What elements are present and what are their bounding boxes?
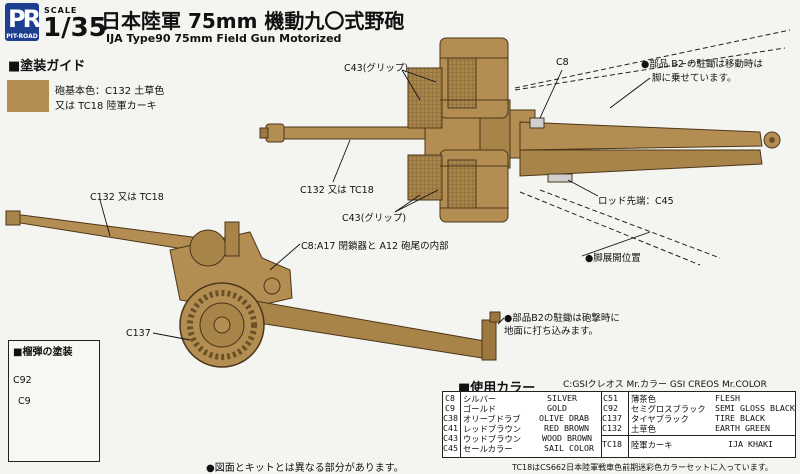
shell-title: ■榴弾の塗装 [13,347,73,358]
color-name-jp: シルバー [463,394,497,404]
color-code: C51 [603,393,618,403]
shell-paint-box [8,340,100,462]
color-code: C43 [443,433,458,443]
page-title: 日本陸軍 75mm 機動九〇式野砲 [101,9,405,33]
color-name-jp: セールカラー [463,444,513,454]
color-name-en: GOLD [547,403,567,413]
color-code: C9 [445,403,455,413]
page-subtitle: IJA Type90 75mm Field Gun Motorized [106,32,342,45]
color-name-jp: セミグロスブラック [631,404,706,414]
color-code: C92 [603,403,618,413]
callout-rod-end: ロッド先端：C45 [598,196,674,207]
color-name-jp: 土草色 [631,424,656,434]
scale-label: SCALE [44,6,78,15]
color-name-en: SILVER [547,393,577,403]
pit-road-logo: PR PIT-ROAD [5,3,41,41]
shell-label-c92: C92 [13,375,32,386]
logo-brand: PIT-ROAD [6,33,38,40]
note-bottom: ●図面とキットとは異なる部分があります。 [206,463,404,474]
color-name-en: TIRE BLACK [715,413,765,423]
colors-subtitle: C:GSIクレオス Mr.カラー GSI CREOS Mr.COLOR [563,380,767,390]
paint-guide-title: ■塗装ガイド [8,59,86,74]
logo-mark: PR [8,5,41,33]
callout-c137: C137 [126,328,151,339]
callout-c132-side: C132 又は TC18 [90,192,164,203]
table-divider [602,435,795,436]
color-name-en: EARTH GREEN [715,423,770,433]
callout-spade-note2: 地面に打ち込みます。 [504,326,599,337]
callout-c43-bottom: C43(グリップ) [342,213,407,224]
color-name-en: RED BROWN [544,423,589,433]
color-name-en: IJA KHAKI [728,439,773,449]
color-code: C132 [602,423,622,433]
color-code: C137 [602,413,622,423]
callout-c8-side: C8:A17 閉鎖器と A12 砲尾の内部 [301,241,449,252]
color-name-en: SAIL COLOR [544,443,594,453]
color-name-en: FLESH [715,393,740,403]
note-tc18: TC18はCS662日本陸軍戦車色前期迷彩色カラーセットに入っています。 [512,463,773,472]
callout-lines [99,69,651,341]
scale-value: 1/35 [43,13,107,43]
color-code: C8 [445,393,455,403]
base-color-line2: 又は TC18 陸軍カーキ [55,101,157,112]
table-divider [601,392,602,457]
color-name-jp: レッドブラウン [463,424,522,434]
table-divider [460,392,461,457]
base-color-swatch [7,80,49,112]
callout-spade-note1: ●部品B2の駐鋤は砲撃時に [504,313,620,324]
shell-label-c9: C9 [18,396,31,407]
color-name-jp: ゴールド [463,404,497,414]
base-color-line1: 砲基本色：C132 土草色 [55,86,165,97]
callout-c132-top: C132 又は TC18 [300,185,374,196]
color-code: C41 [443,423,458,433]
color-name-jp: タイヤブラック [631,414,689,424]
color-name-jp: 陸軍カーキ [631,440,673,450]
color-name-jp: オリーブドラブ [463,414,521,424]
color-name-en: WOOD BROWN [542,433,592,443]
callout-c43-top: C43(グリップ) [344,63,409,74]
color-code: C45 [443,443,458,453]
table-divider [628,392,629,457]
color-name-jp: 薄茶色 [631,394,656,404]
side-view-gun [5,210,501,368]
callout-c8-top: C8 [556,57,569,68]
color-name-en: SEMI GLOSS BLACK [715,403,795,413]
color-code: C38 [443,413,458,423]
colors-table: C8 シルバー SILVER C9 ゴールド GOLD C38 オリーブドラブ … [442,391,796,458]
color-code: TC18 [602,439,622,449]
color-name-jp: ウッドブラウン [463,434,522,444]
top-view-gun [259,29,791,266]
color-name-en: OLIVE DRAB [539,413,589,423]
callout-trail-note2: 脚に乗せています。 [652,73,737,84]
callout-spread: ●脚展開位置 [585,253,641,264]
callout-trail-note1: ●部品 B2 の駐鋤は移動時は [641,59,763,70]
